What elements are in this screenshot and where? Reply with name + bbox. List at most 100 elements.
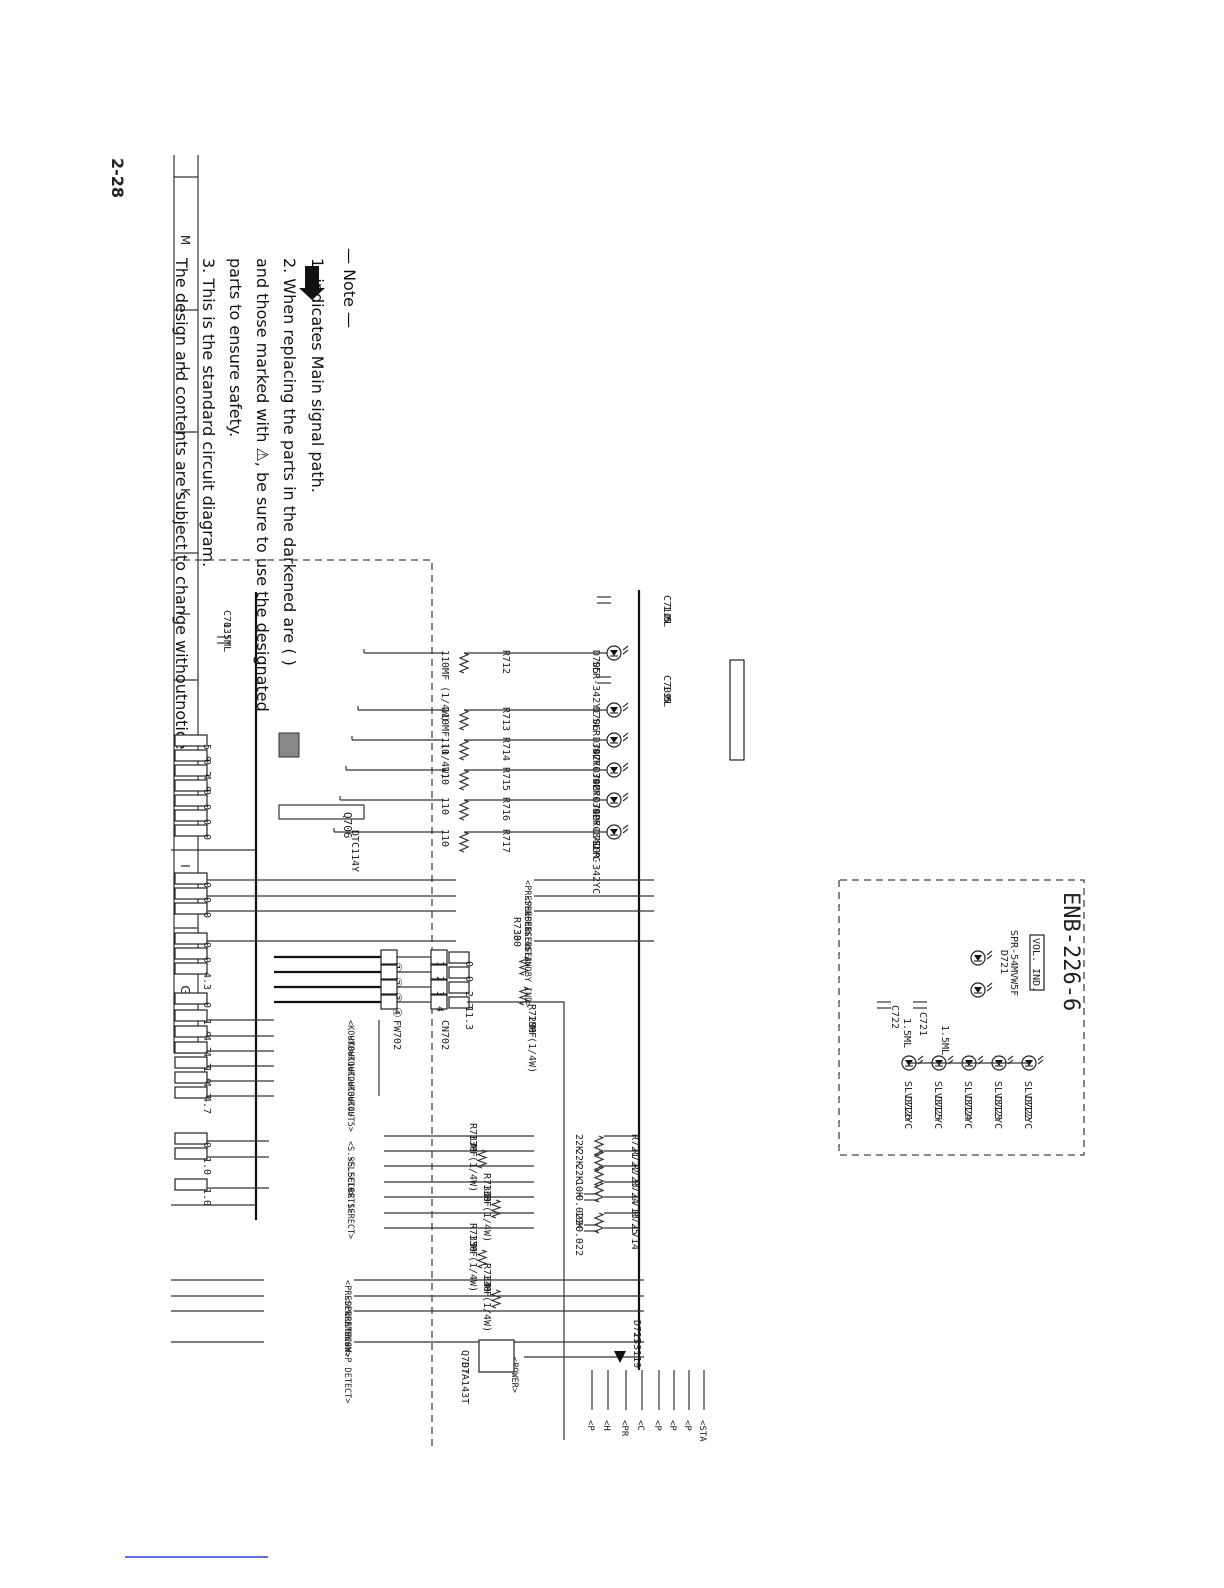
mf-res-rating: (1/4W) [481, 1206, 492, 1242]
cap-type: ML [661, 695, 672, 707]
kout-label: <KOUT5> [345, 1096, 355, 1132]
voltage-box [174, 872, 208, 885]
voltage-value: 1.0 [201, 1188, 212, 1206]
cn702-ref: CN702 [439, 1020, 450, 1050]
voltage-box [174, 1041, 208, 1054]
main-signal-arrow-icon [299, 266, 325, 300]
led-part: SLR-342YC [590, 778, 601, 832]
cn702-pin-label: 2 [434, 976, 445, 982]
bus-label: <STA [697, 1420, 707, 1442]
voltage-value: 0 [201, 957, 212, 963]
c703-value: 1.5ML [221, 622, 232, 652]
kout-label: <KOUT2> [345, 1051, 355, 1087]
mf-res-value: 130 [467, 1134, 478, 1152]
source-led-4-symbol [610, 797, 618, 803]
notes-line: 1. indicates Main signal path. [308, 258, 327, 493]
resistor-ref: R712 [500, 650, 511, 674]
mf-res-ref: R735 [467, 1223, 478, 1247]
select-res-ref: C714 [629, 1226, 640, 1250]
notes-line: parts to ensure safety. [226, 258, 245, 437]
vol-ind-frame [1029, 934, 1045, 991]
mf-res-symbol [490, 1199, 502, 1219]
voltage-value: 0 [201, 882, 212, 888]
voltage-box [174, 1132, 208, 1145]
voltage-box [174, 734, 208, 747]
enb-led-4-ray [1037, 1055, 1044, 1061]
enb-led-ref: D722 [1022, 1096, 1033, 1120]
vol-ind-label: VOL. IND. [1030, 938, 1041, 992]
voltage-value: 0 [201, 942, 212, 948]
c722-ref: C722 [889, 1005, 900, 1029]
r729-wire [467, 1001, 565, 1440]
notes-header: — Note — [340, 248, 359, 328]
resistor-value: 110 [439, 737, 450, 755]
c721-ref: C721 [917, 1012, 928, 1036]
select-res-value: 0.022 [573, 1195, 584, 1225]
enb-led-3-ray [1007, 1055, 1014, 1061]
enb-led-0-ray [917, 1055, 924, 1061]
voltage-value: 0 [201, 789, 212, 795]
notes-line: and those marked with ⚠, be sure to use … [253, 258, 272, 712]
select-label: <S.SELECT0> [345, 1141, 355, 1197]
voltage-box [174, 1086, 208, 1099]
bus-label: <P [682, 1420, 692, 1431]
d727-symbol [614, 1351, 626, 1363]
q707-body [478, 1339, 515, 1373]
select-res-value: 10K [573, 1211, 584, 1229]
voltage-box [174, 809, 208, 822]
grid-letter: L [178, 367, 192, 374]
select-res-value: 0.022 [573, 1226, 584, 1256]
page-number: 2-28 [108, 158, 127, 198]
mf-res-type: MF [467, 1145, 478, 1157]
bus-label: <H [601, 1420, 611, 1431]
d727-part: 1SS119 [631, 1332, 642, 1368]
enb-led-part: SLV312YC [902, 1081, 913, 1129]
mf-res-ref: R734 [481, 1263, 492, 1287]
select-res-ref: R722 [629, 1149, 640, 1173]
voltage-value: 0 [201, 912, 212, 918]
select-res-ref: R725 [629, 1211, 640, 1235]
source-led-5-symbol [610, 829, 618, 835]
select-res-ref: R723 [629, 1164, 640, 1188]
kout-label: <KOUT3> [345, 1066, 355, 1102]
mf-res-value: 130 [481, 1274, 492, 1292]
source-led-0-ray [622, 645, 629, 651]
grid-letter: G [178, 985, 192, 994]
led-ref: D709 [590, 797, 601, 821]
d721-led-a-symbol [974, 955, 982, 961]
grid-header: MLKJHIG2-28 [108, 155, 199, 1054]
r730-value: 330 [511, 929, 522, 947]
voltage-box [174, 779, 208, 792]
voltage-value: 0 [201, 1142, 212, 1148]
resistor-symbol [458, 769, 470, 791]
notes-line: 3. This is the standard circuit diagram. [199, 258, 218, 567]
mf-res-rating: (1/4W) [467, 1156, 478, 1192]
select-res-symbol [593, 1212, 605, 1234]
source-led-1-ray [622, 706, 629, 712]
voltage-value: 0 [201, 819, 212, 825]
q707-ref: Q707 [459, 1350, 470, 1374]
signal-label: <PRESENCE1> [522, 880, 532, 936]
enb-led-ref: D724 [962, 1096, 973, 1120]
bus-label: <P [652, 1420, 662, 1431]
led-part: SLR-342YC [590, 718, 601, 772]
source-led-4-ray [622, 796, 629, 802]
d721-led-b-ray [986, 986, 993, 992]
enb-led-ref: D725 [932, 1096, 943, 1120]
d721-led-b-ray [986, 982, 993, 988]
select-res-value: 10K [573, 1180, 584, 1198]
kout-label: <KOUT1> [345, 1036, 355, 1072]
resistor-ref: R717 [500, 829, 511, 853]
cn702-volt-box [448, 981, 470, 994]
voltage-box [174, 962, 208, 975]
r729-value: 180 [526, 1015, 537, 1033]
resistor-value: 110MF (1/4W) [439, 707, 450, 779]
bus-label: <C [635, 1420, 645, 1431]
voltage-box [174, 1056, 208, 1069]
d727-ref: D727 [631, 1320, 642, 1344]
mf-res-symbol [476, 1149, 488, 1169]
bottom-signal-label: <POWER> [509, 1357, 519, 1393]
mf-res-value: 130 [467, 1234, 478, 1252]
mf-res-type: MF [481, 1285, 492, 1297]
